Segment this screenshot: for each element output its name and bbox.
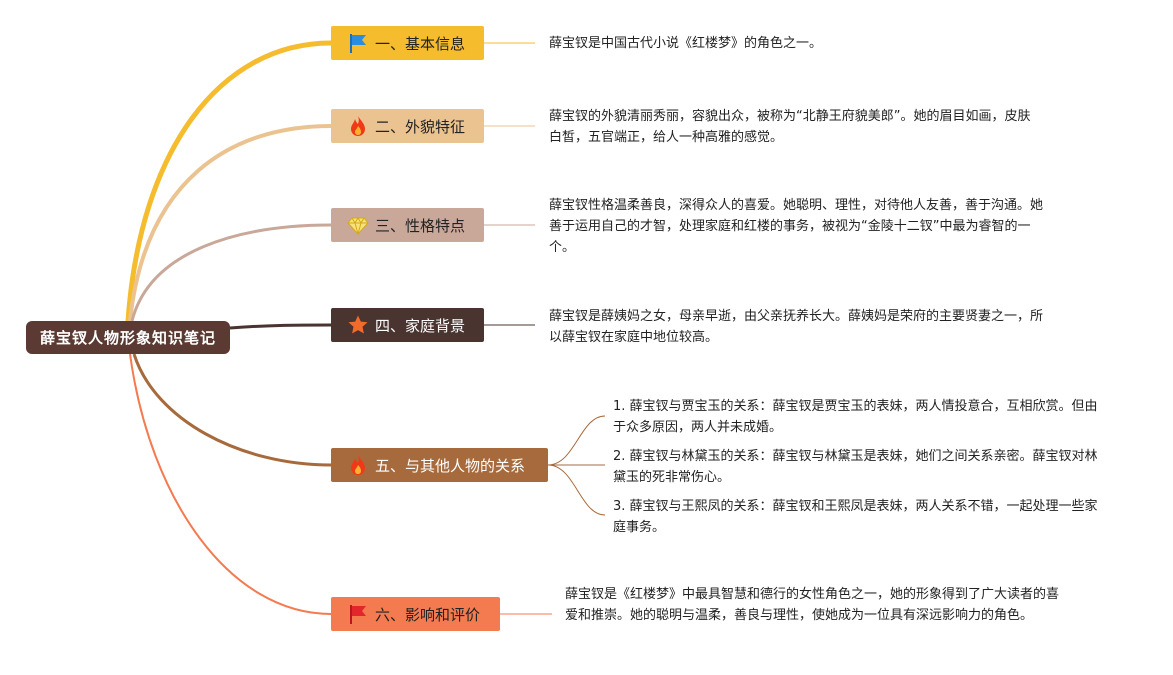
note-influence: 薛宝钗是《红楼梦》中最具智慧和德行的女性角色之一，她的形象得到了广大读者的喜爱和… [565,587,1060,623]
flag-icon [350,34,366,53]
branch-relationships[interactable]: 五、与其他人物的关系 [331,448,548,482]
flag-icon [350,605,366,624]
sub-link-3 [547,464,606,516]
branch-label: 五、与其他人物的关系 [375,456,526,475]
star-icon [348,315,368,334]
sub-topic-daiyu[interactable]: 2. 薛宝钗与林黛玉的关系：薛宝钗与林黛玉是表妹，她们之间关系亲密。薛宝钗对林黛… [613,449,1098,485]
sub-topic-baoyu[interactable]: 1. 薛宝钗与贾宝玉的关系：薛宝钗是贾宝玉的表妹，两人情投意合，互相欣赏。但由于… [613,399,1098,435]
note-basic-info: 薛宝钗是中国古代小说《红楼梦》的角色之一。 [549,36,823,51]
diamond-icon [347,217,369,236]
link-branch-2 [128,124,332,322]
branch-label: 三、性格特点 [375,216,466,235]
link-branch-6 [129,353,332,615]
link-branch-4 [229,323,332,330]
branch-label: 六、影响和评价 [375,605,481,624]
note-appearance: 薛宝钗的外貌清丽秀丽，容貌出众，被称为“北静王府貌美郎”。她的眉目如画，皮肤白皙… [549,109,1031,145]
branch-family[interactable]: 四、家庭背景 [331,308,484,342]
fire-icon [351,116,365,136]
branch-personality[interactable]: 三、性格特点 [331,208,484,242]
branch-label: 一、基本信息 [375,34,466,53]
link-branch-1 [125,40,332,322]
sub-topic-xifeng[interactable]: 3. 薛宝钗与王熙凤的关系：薛宝钗和王熙凤是表妹，两人关系不错，一起处理一些家庭… [613,499,1098,535]
branch-label: 二、外貌特征 [375,117,466,136]
link-branch-3 [130,223,332,322]
note-family: 薛宝钗是薛姨妈之女，母亲早逝，由父亲抚养长大。薛姨妈是荣府的主要贤妻之一，所以薛… [549,309,1044,345]
sub-link-1 [547,415,606,466]
branch-influence[interactable]: 六、影响和评价 [331,597,500,631]
fire-icon [351,455,365,475]
branch-basic-info[interactable]: 一、基本信息 [331,26,484,60]
branch-label: 四、家庭背景 [375,316,466,335]
note-personality: 薛宝钗性格温柔善良，深得众人的喜爱。她聪明、理性，对待他人友善，善于沟通。她善于… [549,198,1044,255]
root-topic[interactable]: 薛宝钗人物形象知识笔记 [26,321,230,354]
branch-appearance[interactable]: 二、外貌特征 [331,109,484,143]
link-branch-5 [132,353,332,467]
